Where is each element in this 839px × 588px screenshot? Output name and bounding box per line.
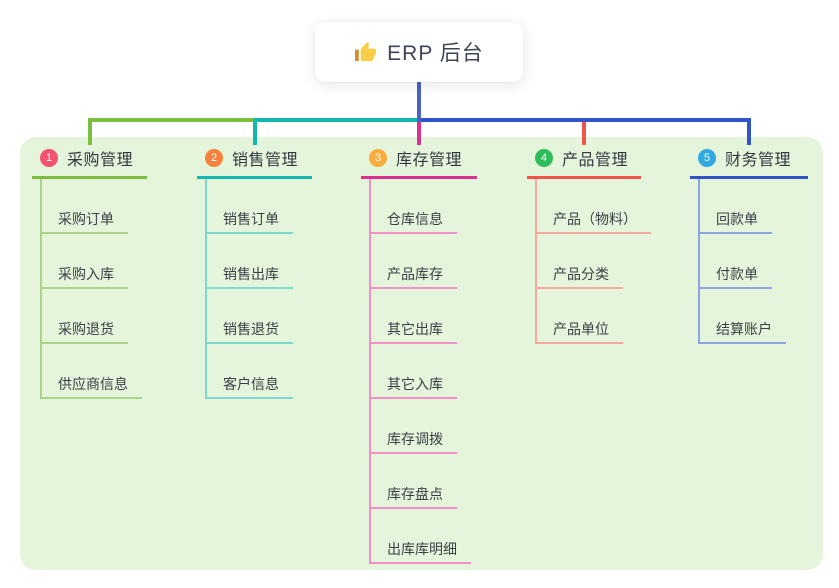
child-node[interactable]: 付款单 <box>700 234 772 289</box>
branch-4-drop-line <box>582 118 586 145</box>
branch-5-number-badge: 5 <box>698 149 716 167</box>
branch-3-number-badge: 3 <box>369 149 387 167</box>
child-node-label: 销售出库 <box>223 266 279 282</box>
child-node-label: 结算账户 <box>716 321 772 337</box>
bus-segment-right <box>421 118 751 122</box>
child-node[interactable]: 销售退货 <box>207 289 293 344</box>
child-node[interactable]: 产品分类 <box>537 234 623 289</box>
child-node[interactable]: 采购入库 <box>42 234 128 289</box>
child-node-label: 客户信息 <box>223 376 279 392</box>
child-node-label: 销售退货 <box>223 321 279 337</box>
branch-4-title[interactable]: 4 产品管理 <box>527 145 641 179</box>
child-node-label: 仓库信息 <box>387 211 443 227</box>
child-node-label: 库存调拨 <box>387 431 443 447</box>
branch-2-title-label: 销售管理 <box>232 152 299 169</box>
child-node-label: 其它出库 <box>387 321 443 337</box>
child-node[interactable]: 其它出库 <box>371 289 457 344</box>
bus-segment-mid <box>252 118 417 122</box>
child-node[interactable]: 库存调拨 <box>371 399 457 454</box>
child-node[interactable]: 结算账户 <box>700 289 786 344</box>
child-node-label: 出库库明细 <box>387 541 457 557</box>
root-trunk-line <box>417 82 421 122</box>
branch-1: 1 采购管理采购订单采购入库采购退货供应商信息 <box>32 145 147 399</box>
branch-2-children: 销售订单销售出库销售退货客户信息 <box>205 179 293 399</box>
branch-3-drop-line <box>417 118 421 145</box>
branch-5-children: 回款单付款单结算账户 <box>698 179 786 344</box>
child-node[interactable]: 销售出库 <box>207 234 293 289</box>
branch-2: 2 销售管理销售订单销售出库销售退货客户信息 <box>197 145 312 399</box>
child-node[interactable]: 产品库存 <box>371 234 457 289</box>
child-node[interactable]: 出库库明细 <box>371 509 471 564</box>
branch-1-title[interactable]: 1 采购管理 <box>32 145 147 179</box>
branch-2-title[interactable]: 2 销售管理 <box>197 145 312 179</box>
child-node-label: 产品单位 <box>553 321 609 337</box>
branch-3-title[interactable]: 3 库存管理 <box>361 145 477 179</box>
branch-1-children: 采购订单采购入库采购退货供应商信息 <box>40 179 142 399</box>
branch-2-drop-line <box>252 118 257 145</box>
child-node-label: 采购入库 <box>58 266 114 282</box>
branch-4-children: 产品（物料） 产品分类产品单位 <box>535 179 651 344</box>
branch-4-number-badge: 4 <box>535 149 553 167</box>
child-node-label: 采购订单 <box>58 211 114 227</box>
thumbs-up-icon <box>355 41 377 61</box>
child-node[interactable]: 产品（物料） <box>537 179 651 234</box>
branch-5: 5 财务管理回款单付款单结算账户 <box>690 145 808 344</box>
branch-5-title[interactable]: 5 财务管理 <box>690 145 808 179</box>
child-node-label: 回款单 <box>716 211 758 227</box>
branch-5-title-label: 财务管理 <box>725 152 792 169</box>
branches-panel <box>20 137 823 570</box>
branch-3-title-label: 库存管理 <box>396 152 463 169</box>
child-node[interactable]: 仓库信息 <box>371 179 457 234</box>
branch-4: 4 产品管理产品（物料） 产品分类产品单位 <box>527 145 651 344</box>
child-node-label: 付款单 <box>716 266 758 282</box>
branch-1-title-label: 采购管理 <box>67 152 134 169</box>
child-node-label: 销售订单 <box>223 211 279 227</box>
child-node-label: 产品分类 <box>553 266 609 282</box>
child-node-label: 产品（物料） <box>553 211 637 227</box>
child-node[interactable]: 客户信息 <box>207 344 293 399</box>
branch-5-drop-line <box>747 118 751 145</box>
branch-3: 3 库存管理仓库信息产品库存其它出库其它入库库存调拨库存盘点出库库明细 <box>361 145 477 564</box>
branch-1-number-badge: 1 <box>40 149 58 167</box>
child-node-label: 采购退货 <box>58 321 114 337</box>
child-node[interactable]: 采购订单 <box>42 179 128 234</box>
root-node-label: ERP 后台 <box>387 42 484 65</box>
child-node[interactable]: 回款单 <box>700 179 772 234</box>
branch-2-number-badge: 2 <box>205 149 223 167</box>
branch-3-children: 仓库信息产品库存其它出库其它入库库存调拨库存盘点出库库明细 <box>369 179 471 564</box>
child-node[interactable]: 其它入库 <box>371 344 457 399</box>
child-node[interactable]: 库存盘点 <box>371 454 457 509</box>
child-node[interactable]: 供应商信息 <box>42 344 142 399</box>
root-node[interactable]: ERP 后台 <box>315 22 523 82</box>
branch-1-drop-line <box>87 118 92 145</box>
child-node[interactable]: 销售订单 <box>207 179 293 234</box>
child-node-label: 库存盘点 <box>387 486 443 502</box>
child-node[interactable]: 采购退货 <box>42 289 128 344</box>
branch-4-title-label: 产品管理 <box>562 152 629 169</box>
child-node-label: 供应商信息 <box>58 376 128 392</box>
child-node-label: 产品库存 <box>387 266 443 282</box>
child-node-label: 其它入库 <box>387 376 443 392</box>
child-node[interactable]: 产品单位 <box>537 289 623 344</box>
bus-segment-left <box>87 118 257 122</box>
